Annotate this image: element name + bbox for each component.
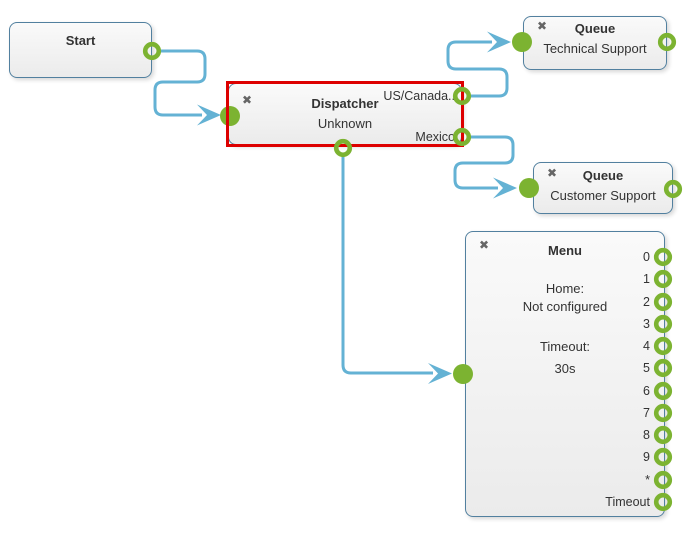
port-menu-2[interactable]	[653, 292, 673, 312]
port-menu-6[interactable]	[653, 381, 673, 401]
port-menu-9[interactable]	[653, 447, 673, 467]
port-in-menu[interactable]	[453, 364, 473, 384]
menu-timeout-label: Timeout:	[539, 339, 591, 354]
node-subtitle: Technical Support	[543, 41, 647, 56]
menu-timeout-value: 30s	[554, 361, 576, 376]
node-queue-technical[interactable]: ✖ Queue Technical Support	[523, 16, 667, 70]
menu-home-value: Not configured	[522, 299, 608, 314]
port-menu-5[interactable]	[653, 358, 673, 378]
port-label-5: 5	[643, 361, 650, 375]
close-icon[interactable]: ✖	[547, 166, 558, 180]
port-menu-7[interactable]	[653, 403, 673, 423]
port-label-0: 0	[643, 250, 650, 264]
port-menu-4[interactable]	[653, 336, 673, 356]
node-title: Menu	[548, 243, 582, 258]
port-label-timeout: Timeout	[605, 495, 650, 509]
port-label-6: 6	[643, 384, 650, 398]
port-label-8: 8	[643, 428, 650, 442]
port-out-mexico[interactable]	[452, 127, 472, 147]
connection-uscanada-to-queue-technical[interactable]	[446, 40, 509, 98]
close-icon[interactable]: ✖	[479, 238, 490, 252]
port-out-queue-customer[interactable]	[663, 179, 683, 199]
node-title: Dispatcher	[311, 96, 379, 111]
node-subtitle: Unknown	[317, 116, 373, 131]
node-title: Queue	[574, 21, 616, 36]
port-label-us-canada: US/Canada..	[383, 89, 455, 103]
port-label-2: 2	[643, 295, 650, 309]
port-label-4: 4	[643, 339, 650, 353]
port-menu-star[interactable]	[653, 470, 673, 490]
node-subtitle: Customer Support	[550, 188, 656, 203]
close-icon[interactable]: ✖	[537, 19, 548, 33]
menu-home-label: Home:	[545, 281, 585, 296]
node-start[interactable]: Start	[9, 22, 152, 78]
port-out-start[interactable]	[142, 41, 162, 61]
node-queue-customer[interactable]: ✖ Queue Customer Support	[533, 162, 673, 214]
port-in-queue-technical[interactable]	[512, 32, 532, 52]
port-in-queue-customer[interactable]	[519, 178, 539, 198]
port-out-dispatcher-bottom[interactable]	[333, 138, 353, 158]
port-out-uscanada[interactable]	[452, 86, 472, 106]
port-in-dispatcher[interactable]	[220, 106, 240, 126]
port-label-1: 1	[643, 272, 650, 286]
node-dispatcher[interactable]: ✖ Dispatcher Unknown US/Canada.. Mexico	[228, 83, 462, 145]
port-menu-3[interactable]	[653, 314, 673, 334]
port-menu-timeout[interactable]	[653, 492, 673, 512]
port-label-mexico: Mexico	[415, 130, 455, 144]
connection-start-to-dispatcher[interactable]	[153, 49, 207, 117]
port-label-star: *	[645, 473, 650, 487]
port-label-9: 9	[643, 450, 650, 464]
port-out-queue-technical[interactable]	[657, 32, 677, 52]
port-menu-0[interactable]	[653, 247, 673, 267]
connection-dispatcher-to-menu[interactable]	[341, 157, 433, 375]
node-title: Queue	[582, 168, 624, 183]
port-label-3: 3	[643, 317, 650, 331]
node-menu[interactable]: ✖ Menu Home: Not configured Timeout: 30s…	[465, 231, 665, 517]
port-menu-1[interactable]	[653, 269, 673, 289]
close-icon[interactable]: ✖	[242, 93, 253, 107]
node-title: Start	[65, 33, 96, 48]
connection-mexico-to-queue-customer[interactable]	[453, 135, 515, 190]
port-menu-8[interactable]	[653, 425, 673, 445]
port-label-7: 7	[643, 406, 650, 420]
